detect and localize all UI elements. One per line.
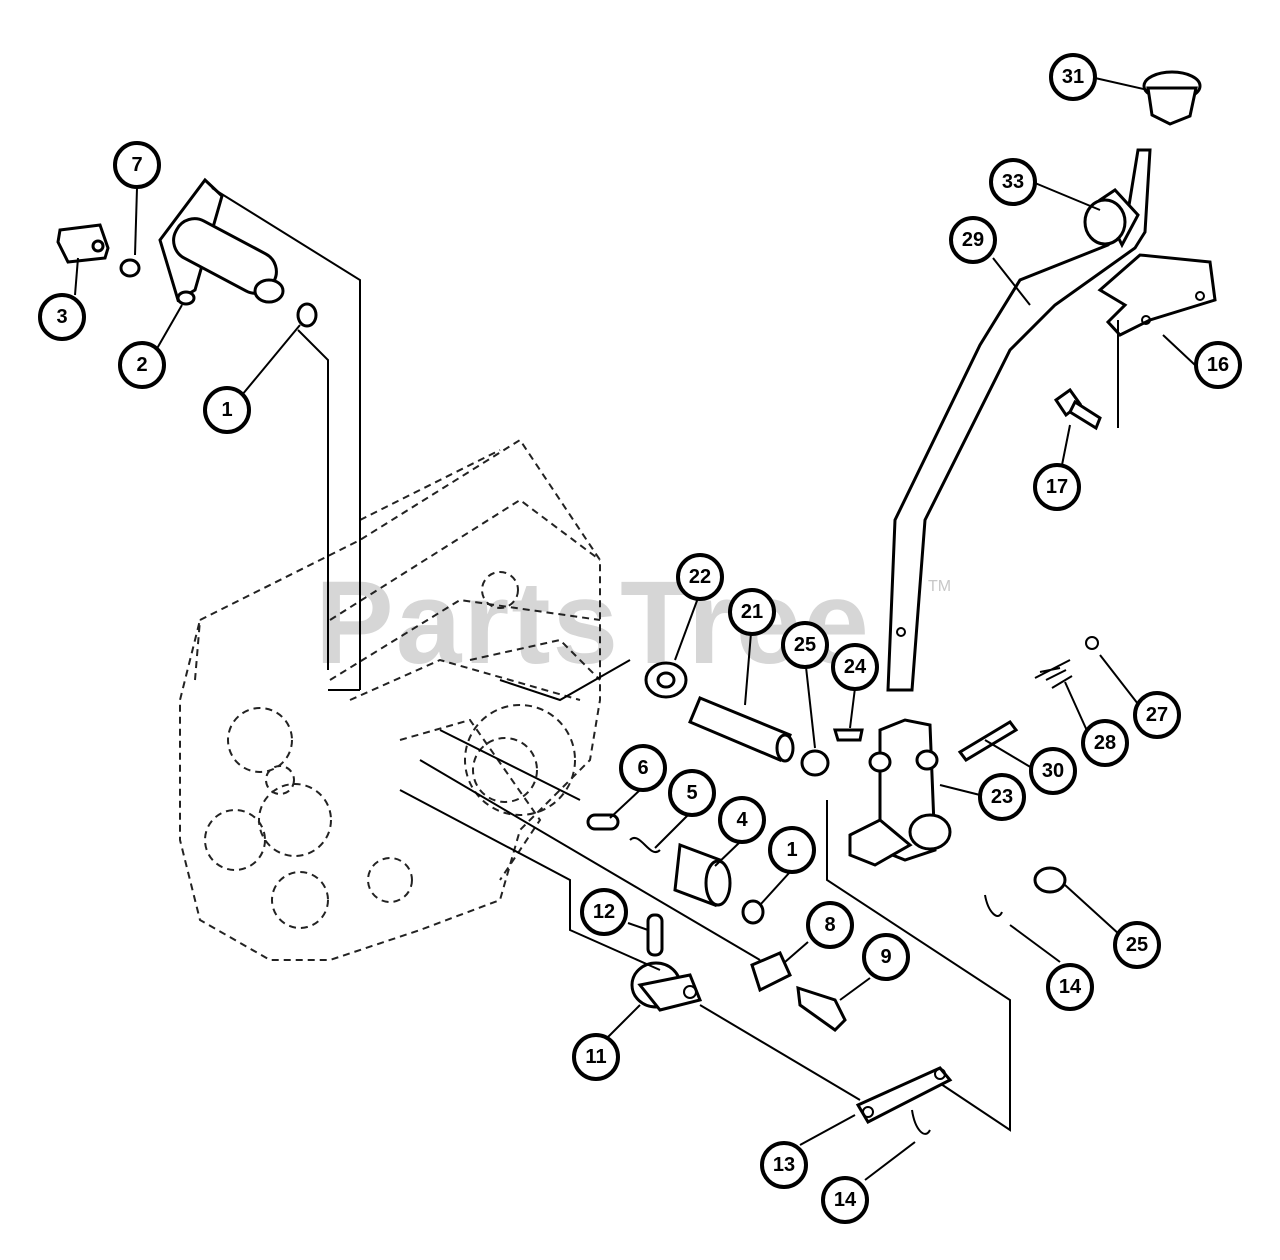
callout-6: 6 <box>619 744 667 792</box>
callout-25-upper-label: 25 <box>794 634 816 656</box>
callout-4-label: 4 <box>736 809 748 831</box>
engine-block <box>179 438 601 961</box>
callout-1-lower: 1 <box>768 826 816 874</box>
shaft-assembly <box>499 659 864 777</box>
callout-17-label: 17 <box>1046 476 1068 498</box>
callout-7-label: 7 <box>131 154 142 176</box>
callout-14-right: 14 <box>1046 963 1094 1011</box>
callout-12: 12 <box>580 888 628 936</box>
callout-33: 33 <box>989 158 1037 206</box>
callout-1-upper-label: 1 <box>221 399 232 421</box>
callout-22-label: 22 <box>689 566 711 588</box>
callout-11: 11 <box>572 1033 620 1081</box>
callout-22: 22 <box>676 553 724 601</box>
callout-14-bottom: 14 <box>821 1176 869 1224</box>
callout-25-lower: 25 <box>1113 921 1161 969</box>
callout-30-label: 30 <box>1042 760 1064 782</box>
callout-5: 5 <box>668 769 716 817</box>
callout-2: 2 <box>118 341 166 389</box>
callout-14-bottom-label: 14 <box>834 1189 857 1211</box>
leader-lines <box>74 77 1196 1181</box>
upper-lever-assembly <box>56 177 361 691</box>
callout-25-lower-label: 25 <box>1126 934 1148 956</box>
lower-linkage <box>399 759 861 1101</box>
detent-assembly <box>439 729 765 925</box>
callout-28: 28 <box>1081 719 1129 767</box>
callout-3: 3 <box>38 293 86 341</box>
callout-8-label: 8 <box>824 914 835 936</box>
callout-3-label: 3 <box>56 306 67 328</box>
watermark-trademark: TM <box>928 578 952 595</box>
callout-27-label: 27 <box>1146 704 1168 726</box>
callout-1-upper: 1 <box>203 386 251 434</box>
callout-4: 4 <box>718 796 766 844</box>
callout-14-right-label: 14 <box>1059 976 1082 998</box>
callout-6-label: 6 <box>637 757 648 779</box>
callouts: 31 33 29 16 17 7 3 2 1 22 21 25 24 27 28… <box>38 53 1242 1224</box>
callout-29-label: 29 <box>962 229 984 251</box>
callout-33-label: 33 <box>1002 171 1024 193</box>
callout-31: 31 <box>1049 53 1097 101</box>
callout-13: 13 <box>760 1141 808 1189</box>
callout-1-lower-label: 1 <box>786 839 797 861</box>
callout-21-label: 21 <box>741 601 763 623</box>
callout-31-label: 31 <box>1062 66 1084 88</box>
callout-30: 30 <box>1029 747 1077 795</box>
callout-29: 29 <box>949 216 997 264</box>
callout-7: 7 <box>113 141 161 189</box>
callout-24: 24 <box>831 643 879 691</box>
callout-23-label: 23 <box>991 786 1013 808</box>
callout-23: 23 <box>978 773 1026 821</box>
callout-5-label: 5 <box>686 782 697 804</box>
callout-2-label: 2 <box>136 354 147 376</box>
callout-13-label: 13 <box>773 1154 795 1176</box>
callout-27: 27 <box>1133 691 1181 739</box>
watermark: PartsTree <box>315 557 871 689</box>
callout-12-label: 12 <box>593 901 615 923</box>
callout-16: 16 <box>1194 341 1242 389</box>
callout-8: 8 <box>806 901 854 949</box>
callout-11-label: 11 <box>585 1046 606 1068</box>
callout-16-label: 16 <box>1207 354 1229 376</box>
callout-24-label: 24 <box>844 656 867 678</box>
shift-lever <box>886 70 1202 692</box>
link-and-clip <box>855 894 1003 1135</box>
callout-9-label: 9 <box>880 946 891 968</box>
callout-25-upper: 25 <box>781 621 829 669</box>
callout-28-label: 28 <box>1094 732 1116 754</box>
callout-21: 21 <box>728 588 776 636</box>
callout-17: 17 <box>1033 463 1081 511</box>
callout-9: 9 <box>862 933 910 981</box>
bracket-and-bolt <box>1053 253 1217 431</box>
shift-bracket-assembly <box>826 636 1099 1132</box>
